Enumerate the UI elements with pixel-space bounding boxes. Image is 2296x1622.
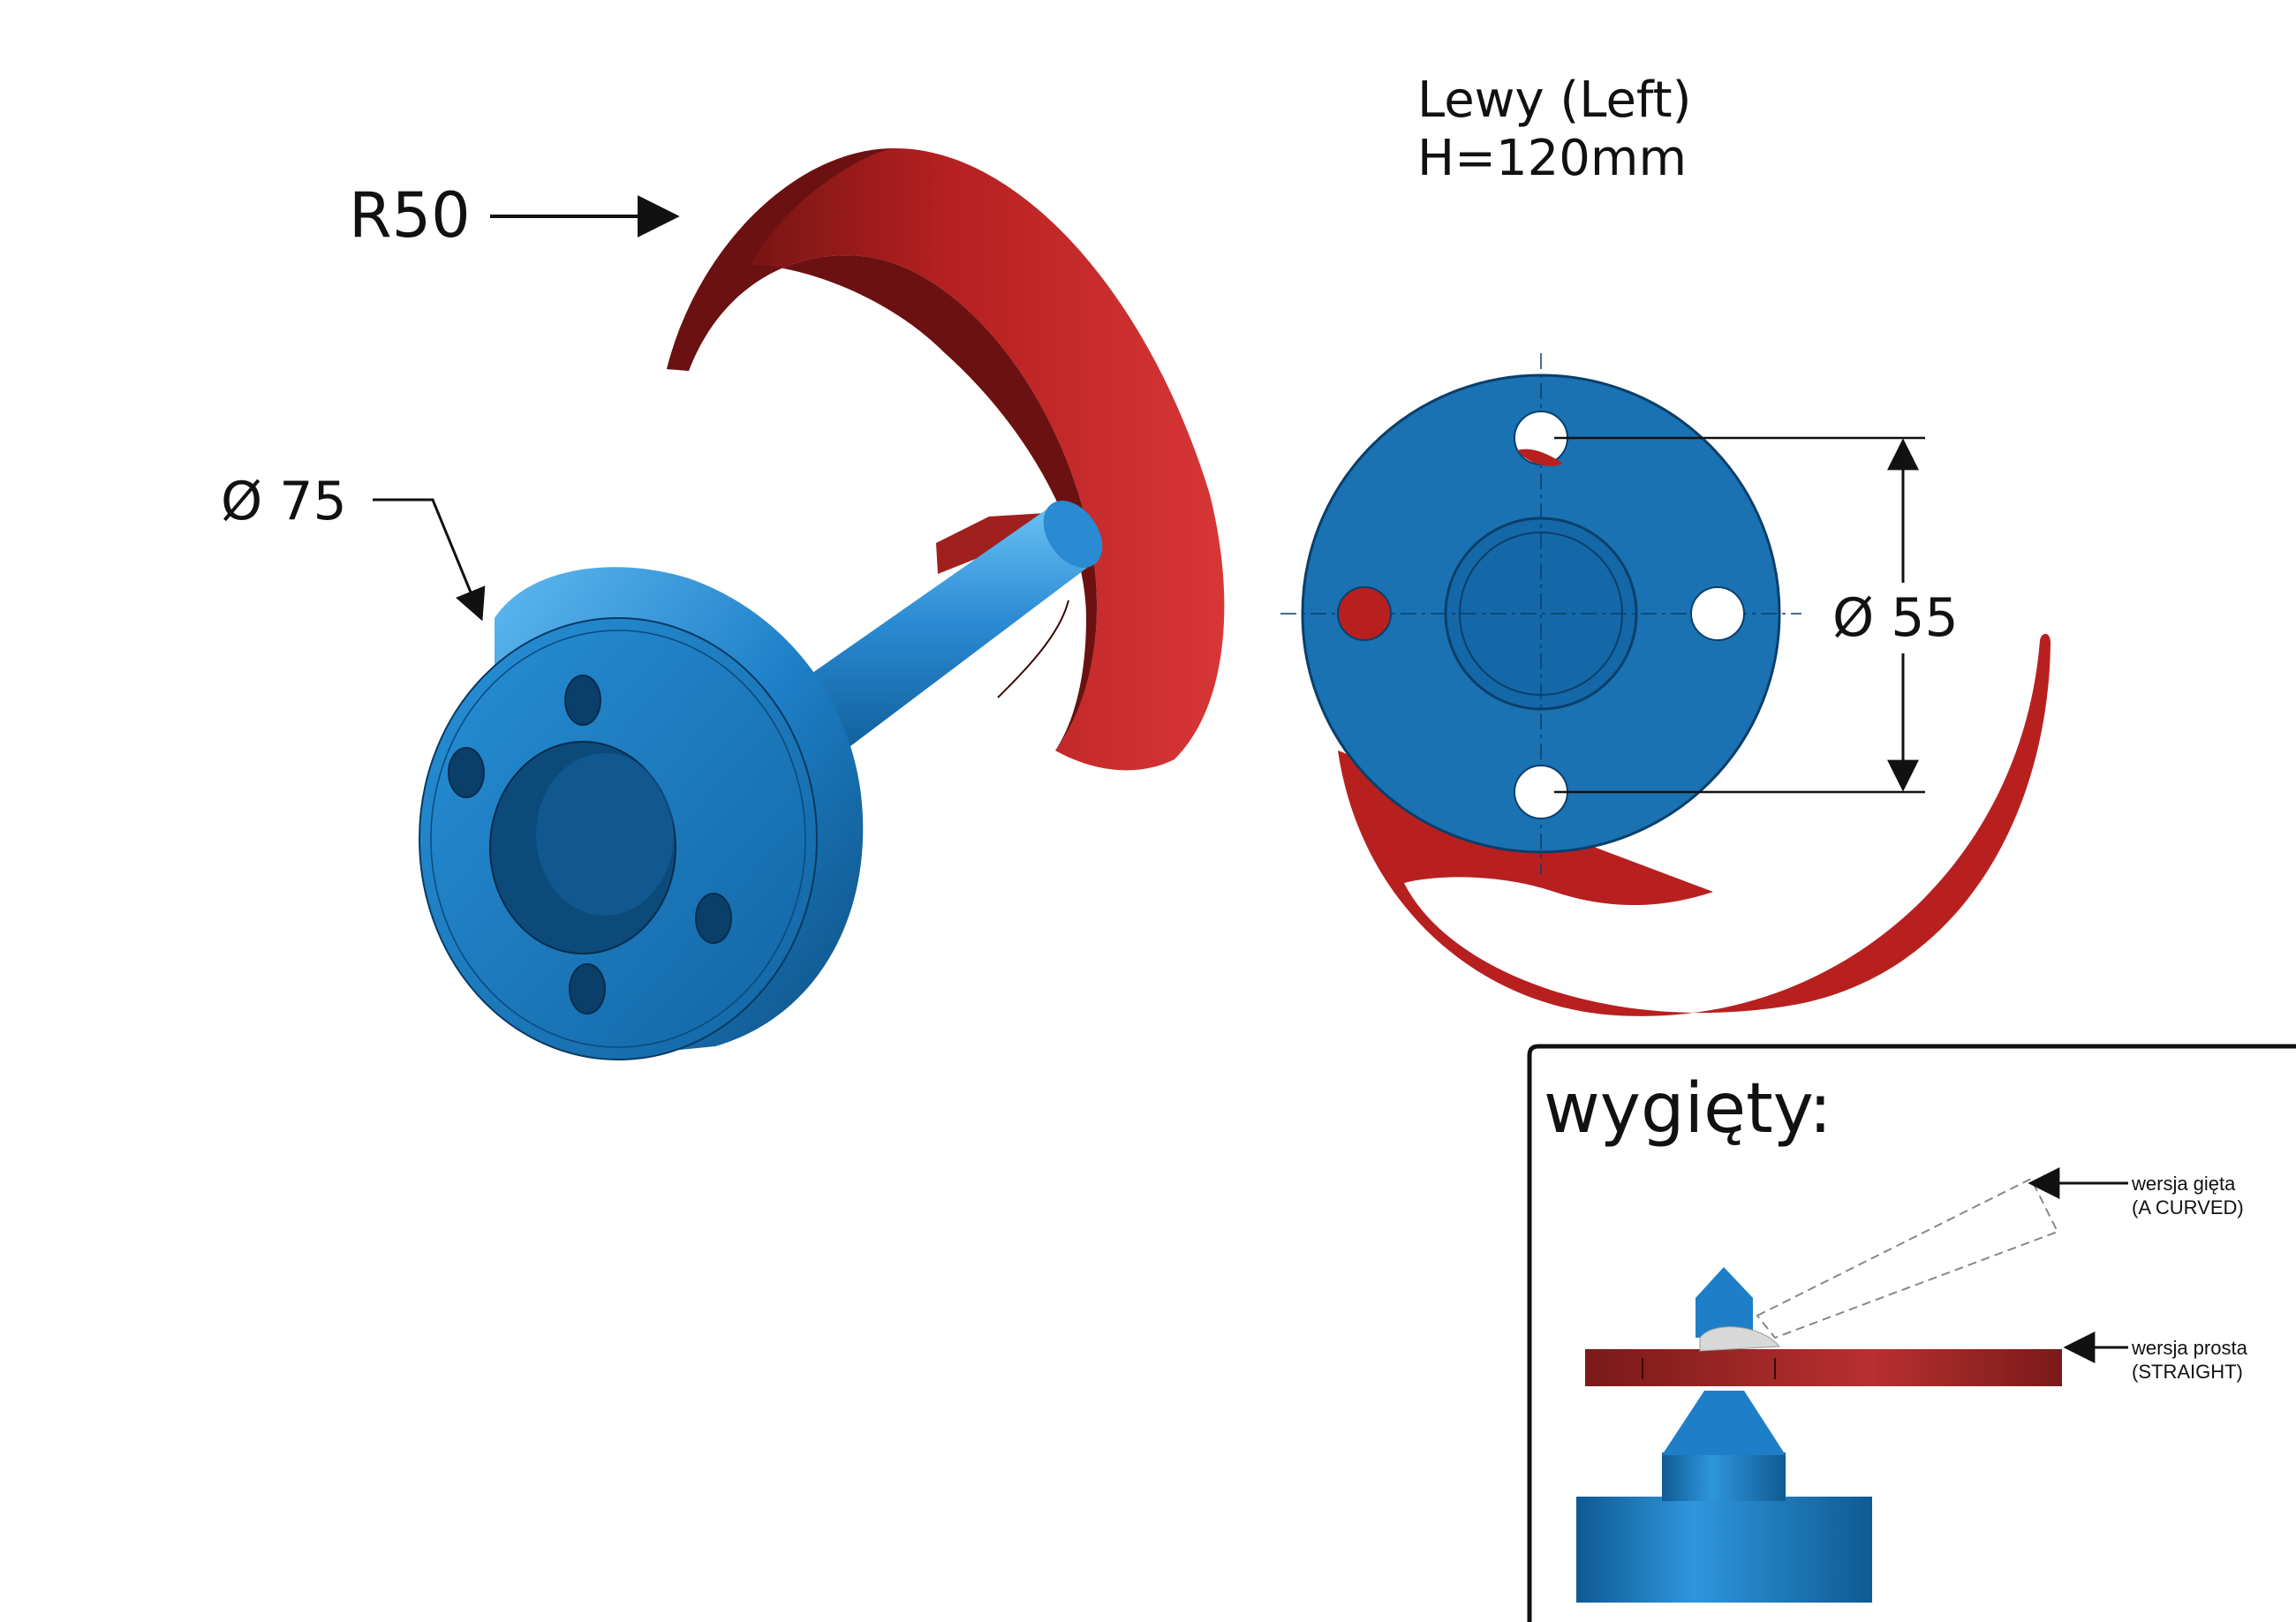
hole-left bbox=[1337, 586, 1392, 641]
curved-label-line2: (A CURVED) bbox=[2132, 1196, 2244, 1218]
inset-panel: wygięty: wersja gięta (A CURVED) wersja … bbox=[1527, 1044, 2296, 1622]
inset-base bbox=[1576, 1497, 1872, 1603]
hole-right bbox=[1690, 586, 1745, 641]
hub bbox=[419, 567, 864, 1060]
inset-title: wygięty: bbox=[1544, 1069, 1832, 1149]
dia55-label: Ø 55 bbox=[1832, 587, 1959, 649]
bolt-hole-left bbox=[448, 747, 485, 798]
inset-straight-bar bbox=[1585, 1349, 2062, 1386]
curved-label-line1: wersja gięta bbox=[2131, 1173, 2236, 1195]
dia55-dimension: Ø 55 bbox=[1554, 436, 1959, 794]
front-view: Lewy (Left) H=120mm Ø 55 bbox=[1280, 72, 2051, 1016]
dia75-label: Ø 75 bbox=[221, 471, 347, 532]
side-label-line2: H=120mm bbox=[1417, 130, 1687, 187]
straight-label-line1: wersja prosta bbox=[2131, 1337, 2248, 1359]
bolt-hole-right bbox=[695, 893, 732, 944]
isometric-assembly: R50 Ø 75 bbox=[221, 147, 1225, 1060]
r50-label: R50 bbox=[349, 179, 471, 252]
side-label-line1: Lewy (Left) bbox=[1417, 72, 1691, 129]
blade-isometric bbox=[667, 147, 1225, 771]
center-boss bbox=[489, 741, 676, 954]
r50-callout: R50 bbox=[349, 179, 680, 252]
dia75-callout: Ø 75 bbox=[221, 471, 486, 622]
straight-label-line2: (STRAIGHT) bbox=[2132, 1361, 2243, 1383]
bolt-hole-bottom bbox=[569, 963, 606, 1015]
bolt-hole-top bbox=[564, 675, 601, 726]
